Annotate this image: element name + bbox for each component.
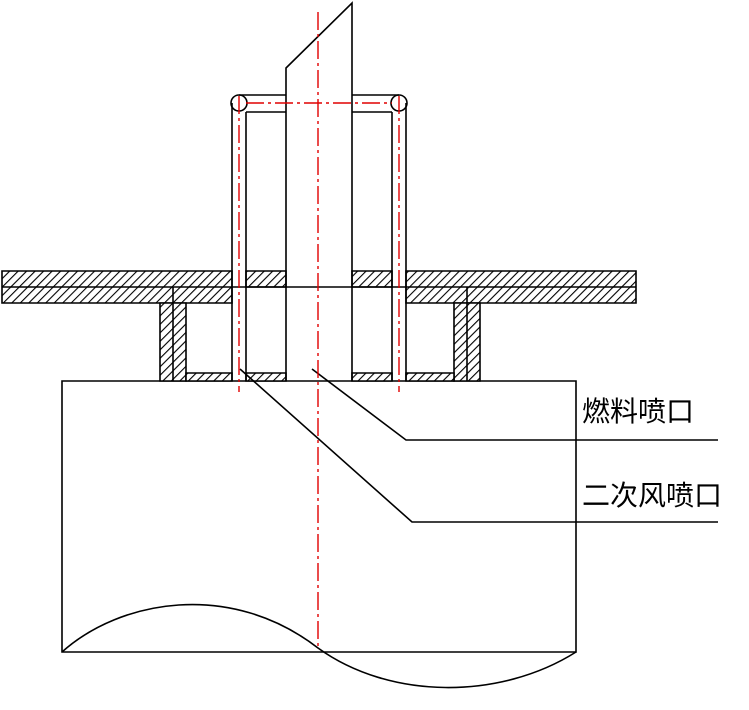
secondary-air-leader <box>239 368 718 523</box>
secondary-air-nozzle-label: 二次风喷口 <box>582 479 723 512</box>
break-line <box>61 603 577 689</box>
windbox-bottom-right <box>405 372 455 382</box>
fuel-pipe <box>285 1 353 381</box>
fuel-nozzle-label: 燃料喷口 <box>582 395 695 428</box>
flange-plate-center-right <box>351 270 393 288</box>
flange-plate-center-left <box>245 270 287 288</box>
windbox-bottom-mid-right <box>351 372 393 382</box>
fuel-nozzle-leader <box>311 368 718 441</box>
windbox-bottom-left <box>185 372 233 382</box>
